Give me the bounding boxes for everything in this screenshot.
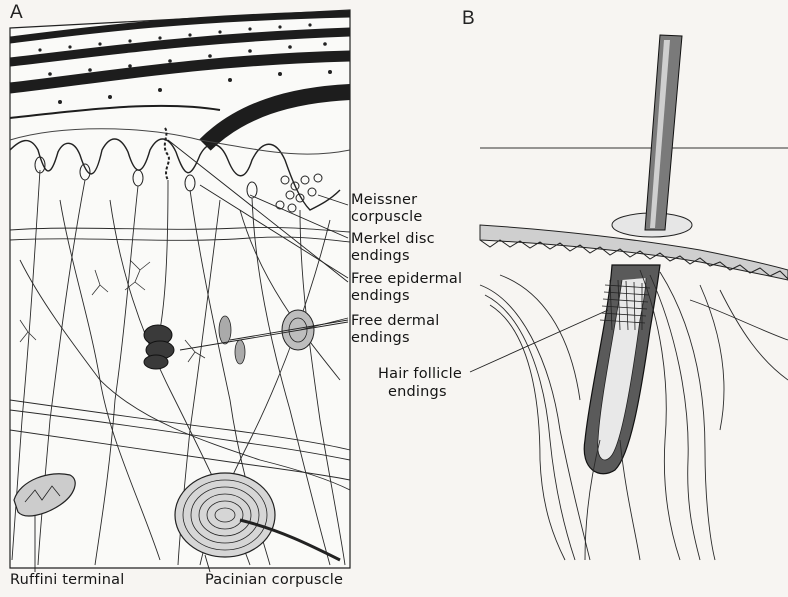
label-hair-follicle-line2: endings (388, 384, 447, 401)
label-free-dermal-line2: endings (351, 330, 410, 347)
label-hair-follicle-line1: Hair follicle (378, 366, 462, 383)
hair-follicle-leader (470, 310, 608, 372)
panel-a-label: A (10, 2, 23, 24)
panel-a-drawing (10, 10, 350, 572)
label-pacinian-corpuscle: Pacinian corpuscle (205, 572, 343, 589)
label-meissner-line1: Meissner (351, 192, 417, 209)
label-free-epidermal-line1: Free epidermal (351, 271, 462, 288)
label-meissner-line2: corpuscle (351, 209, 422, 226)
panel-b-label: B (462, 8, 475, 30)
label-ruffini-terminal: Ruffini terminal (10, 572, 124, 589)
panel-b-drawing (470, 35, 788, 560)
label-free-epidermal-line2: endings (351, 288, 410, 305)
label-free-dermal-line1: Free dermal (351, 313, 439, 330)
label-merkel-line2: endings (351, 248, 410, 265)
label-merkel-line1: Merkel disc (351, 231, 435, 248)
